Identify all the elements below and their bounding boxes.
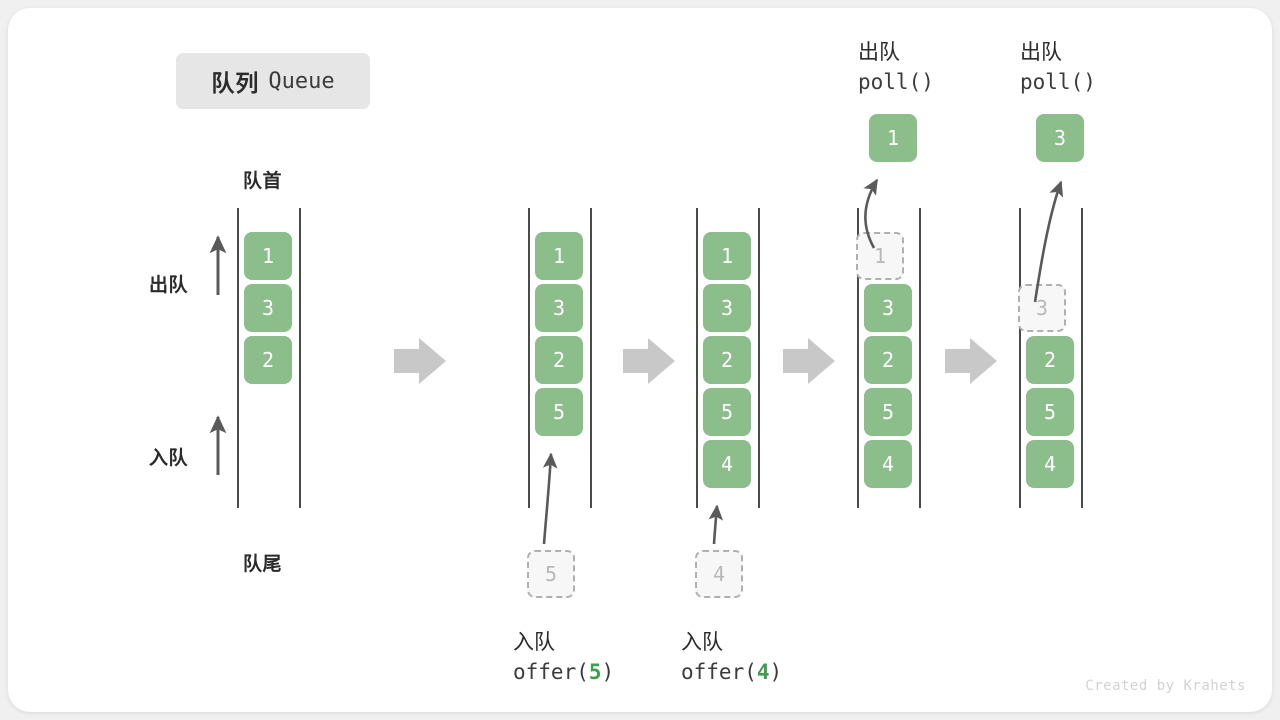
queue-cell: 1	[535, 232, 583, 280]
queue-cell: 3	[864, 284, 912, 332]
queue-cell: 1	[244, 232, 292, 280]
rail-right-4	[919, 208, 921, 508]
queue-cell: 2	[703, 336, 751, 384]
caption-enqueue-cn: 入队	[681, 631, 723, 654]
caption-dequeue-code: poll()	[858, 70, 934, 94]
rail-right-3	[758, 208, 760, 508]
queue-cell: 4	[864, 440, 912, 488]
queue-cell-ghost: 3	[1018, 284, 1066, 332]
caption-dequeue-cn: 出队	[858, 41, 900, 64]
queue-cell: 5	[864, 388, 912, 436]
caption-dequeue-code: poll()	[1020, 70, 1096, 94]
queue-cell: 2	[864, 336, 912, 384]
queue-cell: 5	[703, 388, 751, 436]
queue-cell: 5	[535, 388, 583, 436]
title-en: Queue	[268, 68, 335, 94]
step-arrow-2	[623, 338, 675, 384]
rail-left-2	[528, 208, 530, 508]
rail-left-5	[1019, 208, 1021, 508]
credit-text: Created by Krahets	[1085, 678, 1246, 694]
incoming-element-ghost: 5	[527, 550, 575, 598]
queue-cell: 3	[703, 284, 751, 332]
caption-code-suffix: )	[769, 660, 783, 684]
queue-cell: 2	[535, 336, 583, 384]
caption-code-arg: 4	[756, 660, 770, 684]
queue-cell: 1	[703, 232, 751, 280]
rail-left-3	[696, 208, 698, 508]
caption-enqueue-code: offer(4)	[681, 660, 782, 684]
step-arrow-3	[783, 338, 835, 384]
caption-code-prefix: offer(	[681, 660, 757, 684]
step-arrow-1	[394, 338, 446, 384]
caption-code-prefix: offer(	[513, 660, 589, 684]
label-dequeue-direction: 出队	[149, 275, 189, 296]
queue-cell: 2	[1026, 336, 1074, 384]
step-arrow-4	[945, 338, 997, 384]
rail-right-5	[1081, 208, 1083, 508]
queue-cell-ghost: 1	[856, 232, 904, 280]
enqueue-arrow-5	[542, 452, 558, 545]
rail-left-1	[237, 208, 239, 508]
queue-cell: 3	[535, 284, 583, 332]
popped-element: 3	[1036, 114, 1084, 162]
title-cn: 队列	[211, 70, 260, 96]
queue-cell: 5	[1026, 388, 1074, 436]
popped-element: 1	[869, 114, 917, 162]
label-queue-tail: 队尾	[243, 554, 283, 575]
label-queue-head: 队首	[243, 171, 283, 192]
caption-enqueue-cn: 入队	[513, 631, 555, 654]
queue-cell: 2	[244, 336, 292, 384]
caption-dequeue-cn: 出队	[1020, 41, 1062, 64]
rail-left-4	[857, 208, 859, 508]
incoming-element-ghost: 4	[695, 550, 743, 598]
enqueue-arrow-4	[708, 504, 724, 545]
rail-right-1	[299, 208, 301, 508]
queue-cell: 3	[244, 284, 292, 332]
title-badge: 队列 Queue	[176, 53, 370, 109]
rail-right-2	[590, 208, 592, 508]
diagram-card: 队列 Queue 队首 队尾 出队 入队 1 3 2 1 3 2 5 5 入队 …	[8, 8, 1272, 712]
caption-code-arg: 5	[588, 660, 602, 684]
queue-cell: 4	[1026, 440, 1074, 488]
caption-code-suffix: )	[601, 660, 615, 684]
caption-enqueue-code: offer(5)	[513, 660, 614, 684]
label-enqueue-direction: 入队	[149, 448, 189, 469]
queue-cell: 4	[703, 440, 751, 488]
